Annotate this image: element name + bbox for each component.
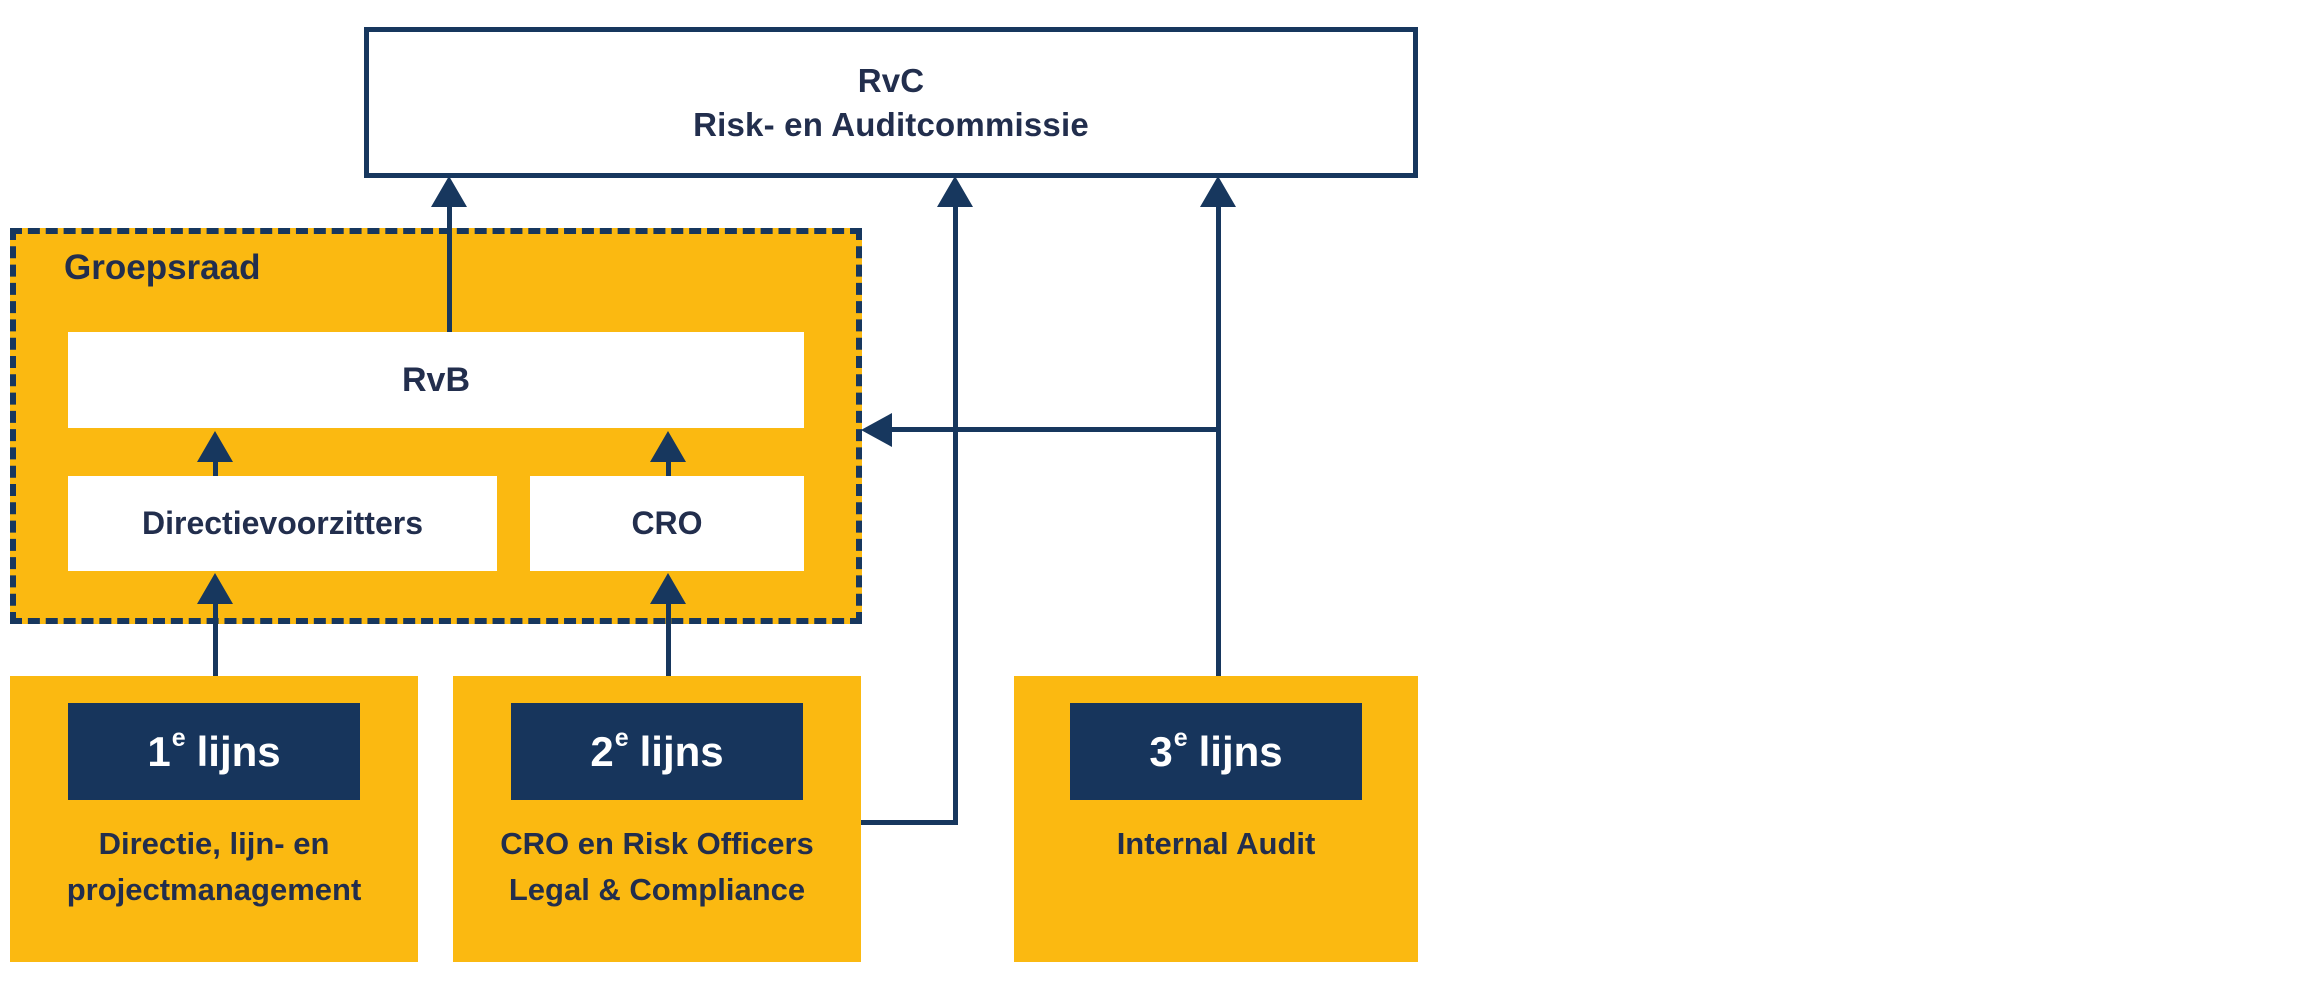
cro-box: CRO [530,476,804,571]
arrow-directievoorzitters-to-rvb-line [213,458,218,476]
arrow-line2-to-rvc-head [937,176,973,207]
groepsraad-label: Groepsraad [64,248,261,287]
line2-description-line2: Legal & Compliance [508,872,806,907]
arrow-line1-to-directievoorzitters-head [197,573,233,604]
line1-description-line1: Directie, lijn- en [98,826,330,861]
line3-description: Internal Audit [1014,821,1418,867]
line1-badge-word: lijns [196,727,281,775]
line2-description-line1: CRO en Risk Officers [500,826,814,861]
rvc-subtitle: Risk- en Auditcommissie [693,105,1089,143]
line1-badge-ordinal: e [171,724,186,752]
line2-badge-ordinal: e [614,724,629,752]
directievoorzitters-box: Directievoorzitters [68,476,497,571]
rvb-box: RvB [68,332,804,428]
line2-badge-word: lijns [639,727,724,775]
rvb-label: RvB [401,360,471,399]
arrow-line3-to-rvc-head [1200,176,1236,207]
line1-badge-number: 1 [147,727,171,775]
arrow-line1-to-directievoorzitters-line [213,600,218,676]
line3-badge-ordinal: e [1173,724,1188,752]
arrow-cro-to-rvb-head [650,431,686,462]
line2-badge-number: 2 [590,727,614,775]
arrow-line2-to-rvc-vline [953,204,958,825]
cro-label: CRO [631,505,703,541]
arrow-rvb-to-rvc-line [447,204,452,332]
arrow-line3-to-rvb-line [890,427,1221,432]
arrow-line3-to-rvb-head [861,413,892,447]
arrow-line2-to-cro-head [650,573,686,604]
arrow-rvb-to-rvc-head [431,176,467,207]
line1-description-line2: projectmanagement [66,872,362,907]
line3-badge-word: lijns [1198,727,1283,775]
rvc-title: RvC [857,61,925,99]
arrow-line2-to-cro-line [666,600,671,676]
line2-description: CRO en Risk Officers Legal & Compliance [453,821,861,913]
line3-description-line1: Internal Audit [1116,826,1316,861]
arrow-cro-to-rvb-line [666,458,671,476]
arrow-line3-to-rvc-line [1216,204,1221,676]
line3-badge-number: 3 [1149,727,1173,775]
line1-description: Directie, lijn- en projectmanagement [10,821,418,913]
arrow-line2-to-rvc-hline [861,820,958,825]
arrow-directievoorzitters-to-rvb-head [197,431,233,462]
rvc-box: RvC Risk- en Auditcommissie [364,27,1418,178]
directievoorzitters-label: Directievoorzitters [142,505,423,541]
